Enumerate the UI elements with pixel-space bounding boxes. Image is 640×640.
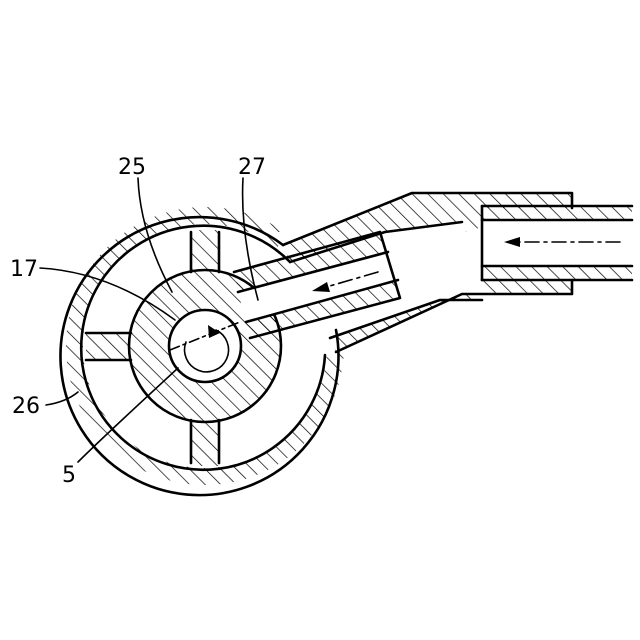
label-26: 26 bbox=[12, 394, 40, 419]
label-25: 25 bbox=[118, 155, 146, 180]
label-5: 5 bbox=[62, 463, 76, 488]
label-17: 17 bbox=[10, 257, 38, 282]
label-27: 27 bbox=[238, 155, 266, 180]
